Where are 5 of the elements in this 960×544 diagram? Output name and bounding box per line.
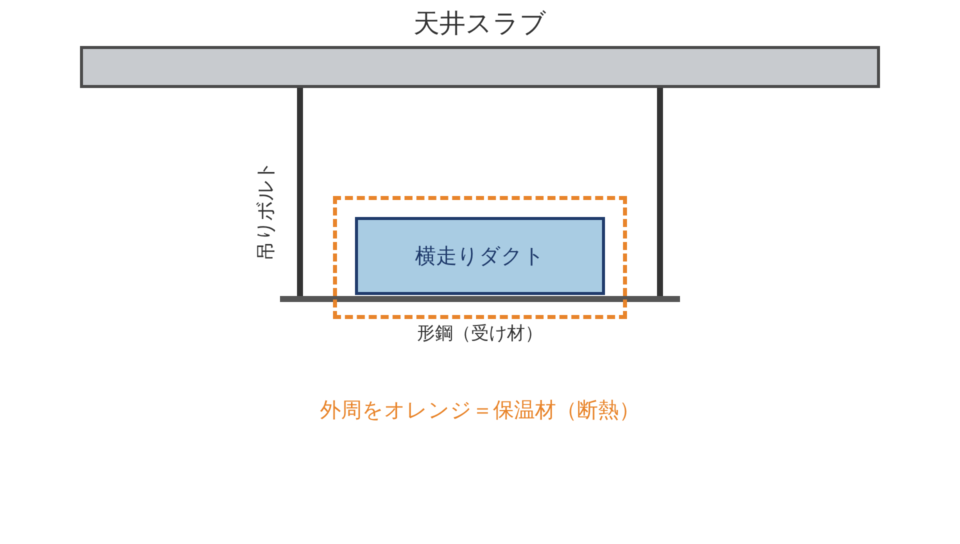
channel-label: 形鋼（受け材） <box>416 322 544 346</box>
bolt-label: 吊りボルト <box>252 160 278 263</box>
duct-label: 横走りダクト <box>414 243 546 270</box>
note-text: 外周をオレンジ＝保温材（断熱） <box>319 397 641 424</box>
slab-label: 天井スラブ <box>412 8 548 41</box>
